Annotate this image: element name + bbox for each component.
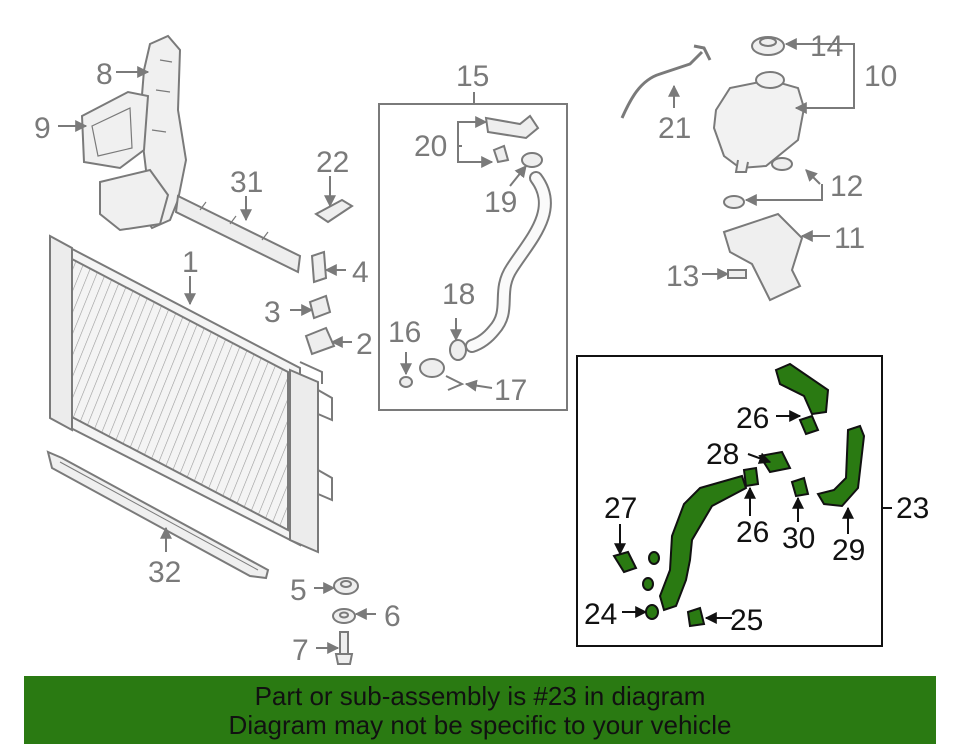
label-17: 17 (494, 374, 527, 407)
label-26-top: 26 (736, 402, 769, 435)
radiator (49, 234, 333, 554)
tank-cap-14 (751, 36, 785, 56)
clamp-19 (521, 152, 543, 168)
label-19: 19 (484, 186, 517, 219)
label-3: 3 (264, 296, 281, 329)
label-29: 29 (832, 534, 865, 567)
callout-labels: 8 9 31 1 22 4 3 2 32 5 6 7 15 20 19 18 1… (34, 30, 929, 667)
label-4: 4 (352, 256, 369, 289)
label-5: 5 (290, 574, 307, 607)
mount-2 (304, 326, 336, 356)
label-2: 2 (356, 328, 373, 361)
expansion-tank (712, 71, 806, 173)
fitting-16 (399, 358, 445, 388)
banner-line-1: Part or sub-assembly is #23 in diagram (254, 681, 706, 711)
upper-trim-strip (174, 194, 302, 274)
hose-21 (620, 44, 712, 119)
label-23: 23 (896, 492, 929, 525)
label-21: 21 (658, 112, 691, 145)
leader-lines-23 (614, 410, 892, 624)
clamp-18 (449, 339, 467, 361)
bolt-13 (727, 269, 747, 279)
label-15: 15 (456, 60, 489, 93)
label-32: 32 (148, 556, 181, 589)
mount-4 (310, 250, 328, 284)
label-11: 11 (834, 222, 865, 255)
label-14: 14 (810, 30, 843, 63)
air-guide-upper (99, 34, 188, 232)
label-28: 28 (706, 438, 739, 471)
clip-17 (445, 375, 465, 391)
clip-22 (314, 198, 354, 224)
grommet-12 (723, 157, 793, 209)
lower-deflector (46, 450, 270, 580)
label-10: 10 (864, 60, 897, 93)
label-26-bottom: 26 (736, 516, 769, 549)
label-25: 25 (730, 604, 763, 637)
group-box-15 (378, 103, 568, 411)
label-7: 7 (292, 634, 309, 667)
label-18: 18 (442, 278, 475, 311)
label-1: 1 (182, 246, 199, 279)
label-20: 20 (414, 130, 447, 163)
label-8: 8 (96, 58, 113, 91)
label-9: 9 (34, 112, 51, 145)
leader-lines (58, 38, 855, 654)
label-16: 16 (388, 316, 421, 349)
label-30: 30 (782, 522, 815, 555)
label-27: 27 (604, 492, 637, 525)
label-12: 12 (830, 170, 863, 203)
label-6: 6 (384, 600, 401, 633)
bolt-7 (334, 631, 354, 665)
label-31: 31 (230, 166, 263, 199)
banner-line-2: Diagram may not be specific to your vehi… (228, 710, 732, 740)
connector-20 (484, 114, 540, 164)
label-22: 22 (316, 146, 349, 179)
washer-6 (332, 608, 356, 624)
label-13: 13 (666, 260, 699, 293)
grommet-5 (333, 577, 359, 595)
info-banner: Part or sub-assembly is #23 in diagram D… (24, 676, 936, 744)
hose-assembly-23 (612, 362, 866, 628)
group-box-23 (576, 355, 883, 647)
label-24: 24 (584, 598, 617, 631)
upper-hose-15 (465, 171, 552, 353)
air-guide-side (80, 90, 150, 170)
bracket-11 (722, 212, 804, 302)
mount-3 (308, 294, 332, 320)
